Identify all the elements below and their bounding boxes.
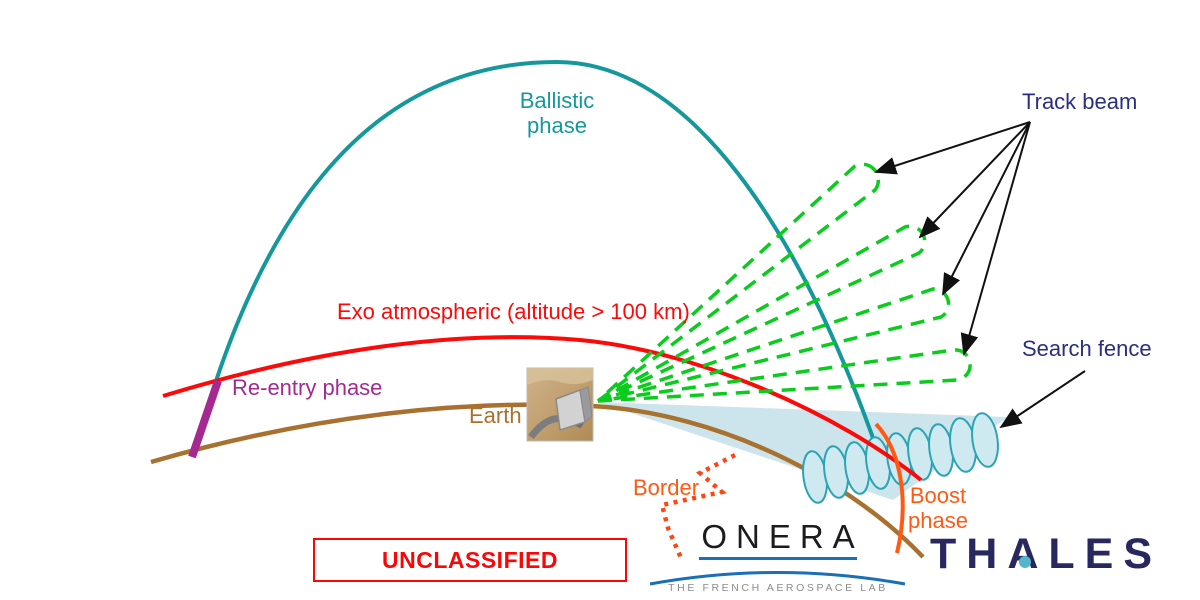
search-fence-arrow (999, 370, 1086, 429)
search-fence-label: Search fence (1022, 336, 1152, 361)
onera-wordmark: ONERA (701, 518, 864, 555)
exo-atmospheric-line (162, 335, 923, 482)
ballistic-trajectory (214, 59, 880, 453)
ballistic-phase-label-line2: phase (527, 113, 587, 138)
onera-rule (699, 557, 857, 560)
track-beam-label: Track beam (1022, 89, 1138, 114)
radar-site-photo (526, 367, 594, 442)
boost-phase-curve (874, 422, 905, 554)
track-beam-arrow-1 (874, 121, 1031, 175)
track-beam-4 (597, 348, 972, 403)
earth-label: Earth (469, 403, 522, 428)
annotation-arrows (874, 121, 1086, 429)
boost-phase-label-line1: Boost (909, 483, 967, 508)
boost-phase-label-line2: phase (908, 508, 968, 533)
reentry-phase-label: Re-entry phase (232, 375, 383, 400)
onera-logo-arc (649, 571, 906, 586)
thales-logo: THALES (930, 530, 1162, 578)
thales-logo-dot (1019, 556, 1031, 568)
search-fence-ellipses (802, 412, 999, 504)
unclassified-marking: UNCLASSIFIED (313, 538, 627, 582)
border-label: Border (633, 475, 700, 500)
unclassified-text: UNCLASSIFIED (382, 546, 558, 573)
ballistic-phase-label: Ballistic phase (492, 88, 622, 138)
exo-atmospheric-label: Exo atmospheric (altitude > 100 km) (337, 299, 690, 324)
onera-tagline: THE FRENCH AEROSPACE LAB (668, 582, 888, 594)
boost-phase-label: Boost phase (903, 483, 973, 533)
reentry-segment (188, 379, 222, 459)
ballistic-phase-label-line1: Ballistic (519, 88, 595, 113)
track-beams (596, 162, 972, 403)
track-beam-arrow-2 (918, 121, 1031, 239)
track-beam-arrow-4 (960, 121, 1031, 356)
track-beam-arrow-3 (942, 121, 1031, 296)
track-beam-3 (597, 287, 951, 403)
onera-logo: ONERA (650, 518, 906, 560)
